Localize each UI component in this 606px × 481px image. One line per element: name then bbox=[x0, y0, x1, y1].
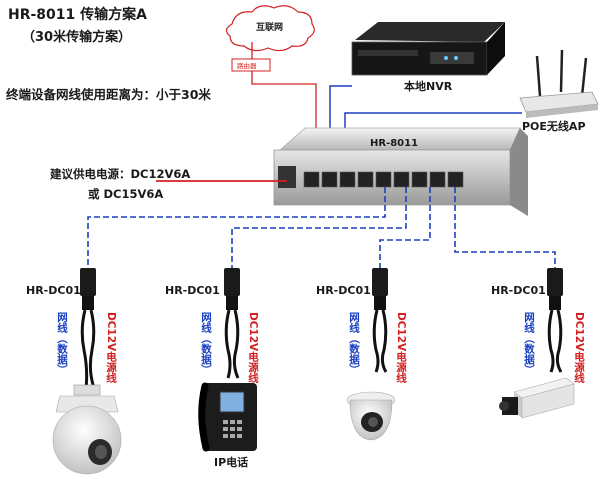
ip-phone-label: IP电话 bbox=[214, 456, 249, 469]
splitter-4-label: HR-DC01 bbox=[491, 284, 546, 297]
terminal-4-data-label: 网线（数据） bbox=[523, 312, 535, 375]
splitter-3-icon bbox=[372, 268, 388, 373]
splitter-4-icon bbox=[547, 268, 563, 373]
dome-camera-icon bbox=[346, 391, 396, 441]
splitter-1-label: HR-DC01 bbox=[26, 284, 81, 297]
distance-note: 终端设备网线使用距离为：小于30米 bbox=[6, 87, 211, 102]
terminal-2-power-label: DC12V电源线 bbox=[247, 312, 259, 383]
terminal-4-power-label: DC12V电源线 bbox=[573, 312, 585, 383]
splitter-2-icon bbox=[224, 268, 240, 379]
ip-phone-icon bbox=[198, 382, 257, 452]
poe-ap-label: POE无线AP bbox=[522, 120, 586, 133]
speed-dome-camera-icon bbox=[52, 384, 122, 475]
poe-ap-icon bbox=[519, 49, 599, 118]
page-subtitle: （30米传输方案） bbox=[22, 30, 132, 45]
internet-label: 互联网 bbox=[256, 23, 284, 33]
nvr-label: 本地NVR bbox=[404, 80, 453, 93]
terminal-3-data-label: 网线（数据） bbox=[348, 312, 360, 375]
page-title: HR-8011 传输方案A bbox=[8, 7, 147, 23]
router-label: 路由器 bbox=[237, 62, 257, 70]
power-supply-label: 建议供电电源：DC12V6A bbox=[50, 167, 191, 181]
nvr-icon bbox=[351, 22, 505, 76]
terminal-1-power-label: DC12V电源线 bbox=[105, 312, 117, 383]
terminal-1-data-label: 网线（数据） bbox=[56, 312, 68, 375]
terminal-2-data-label: 网线（数据） bbox=[200, 312, 212, 375]
splitter-2-label: HR-DC01 bbox=[165, 284, 220, 297]
splitter-1-icon bbox=[80, 268, 96, 389]
power-supply-alt-label: 或 DC15V6A bbox=[88, 187, 164, 201]
switch-label: HR-8011 bbox=[370, 138, 419, 149]
splitter-3-label: HR-DC01 bbox=[316, 284, 371, 297]
router-icon bbox=[231, 58, 271, 72]
box-camera-icon bbox=[499, 377, 575, 419]
internet-cloud-icon bbox=[225, 5, 315, 52]
hr8011-switch-icon bbox=[273, 127, 528, 216]
terminal-3-power-label: DC12V电源线 bbox=[395, 312, 407, 383]
